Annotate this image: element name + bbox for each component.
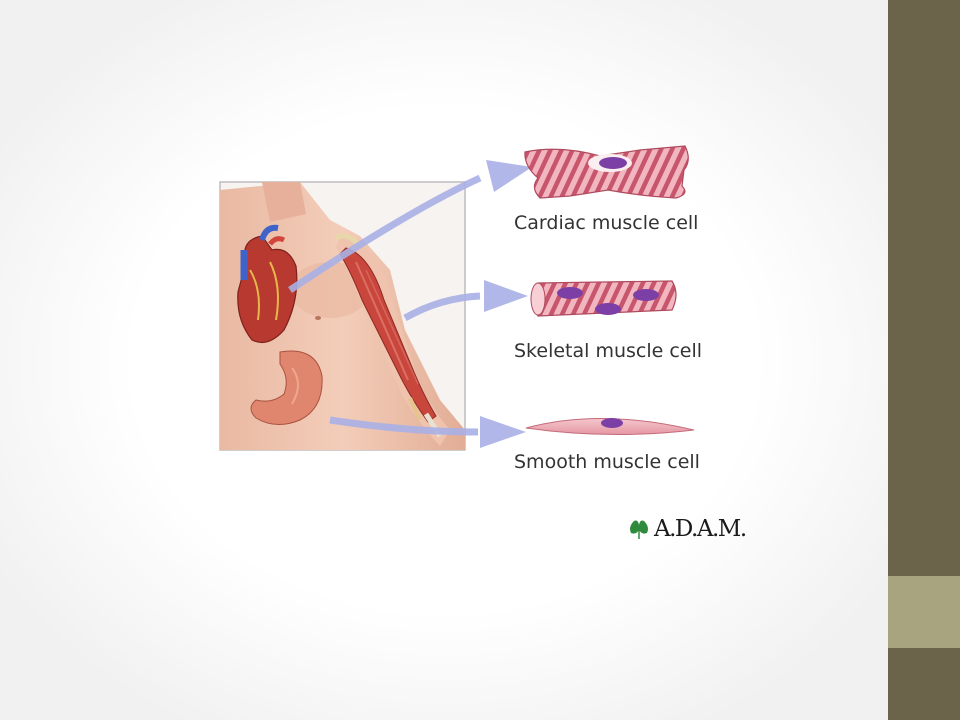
arrow-to-cardiac [288,174,482,293]
smooth-cell-illustration [525,418,695,436]
arrowhead-smooth [480,416,526,448]
sidebar-decoration [888,0,960,720]
muscle-types-diagram [219,145,695,539]
arrowhead-cardiac [486,160,532,192]
logo-text: A.D.A.M. [654,516,747,542]
arrow-to-smooth [329,416,479,436]
leaf-icon [630,520,648,539]
sidebar-band-light [888,576,960,648]
arrows [288,160,532,448]
arrowhead-skeletal [484,280,528,312]
sidebar-band-dark-bottom [888,648,960,720]
label-cardiac: Cardiac muscle cell [514,212,699,234]
arrow-to-skeletal [403,292,481,322]
anatomy-illustration [219,181,466,451]
label-smooth: Smooth muscle cell [514,451,700,473]
sidebar-band-dark-top [888,0,960,576]
cardiac-cell-illustration [524,145,689,199]
skeletal-cell-illustration [530,280,677,317]
adam-logo: A.D.A.M. [626,514,747,544]
label-skeletal: Skeletal muscle cell [514,340,703,362]
